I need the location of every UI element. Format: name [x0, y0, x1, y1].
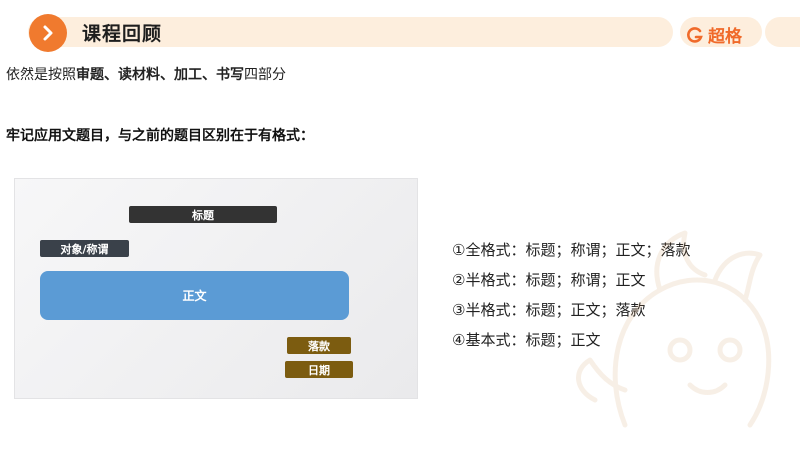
diagram-date-box: 日期: [285, 361, 353, 378]
header-bar: [28, 17, 673, 47]
list-item: ③半格式：标题；正文；落款: [452, 301, 646, 319]
diagram-body-box: 正文: [40, 271, 349, 320]
intro-prefix: 依然是按照: [6, 67, 76, 83]
page-title: 课程回顾: [82, 23, 163, 45]
diagram-title-box: 标题: [129, 206, 277, 223]
diagram-sign-box: 落款: [287, 337, 351, 354]
mascot-watermark-icon: [576, 230, 772, 428]
intro-bold: 审题、读材料、加工、书写: [76, 67, 244, 83]
list-item: ①全格式：标题；称谓；正文；落款: [452, 241, 691, 259]
brand-logo: 超格: [686, 22, 742, 47]
list-item: ②半格式：标题；称谓；正文: [452, 271, 646, 289]
intro-suffix: 四部分: [244, 67, 286, 83]
format-list: ①全格式：标题；称谓；正文；落款 ②半格式：标题；称谓；正文 ③半格式：标题；正…: [452, 239, 690, 359]
intro-text: 依然是按照审题、读材料、加工、书写四部分: [6, 64, 286, 84]
chevron-right-icon: [29, 14, 67, 52]
diagram-salutation-box: 对象/称谓: [40, 240, 129, 257]
format-note: 牢记应用文题目，与之前的题目区别在于有格式：: [6, 128, 314, 144]
list-item: ④基本式：标题；正文: [452, 331, 601, 349]
brand-logo-text: 超格: [708, 27, 742, 47]
brand-logo-icon: [687, 26, 703, 43]
header-edge-pill: [765, 17, 800, 47]
